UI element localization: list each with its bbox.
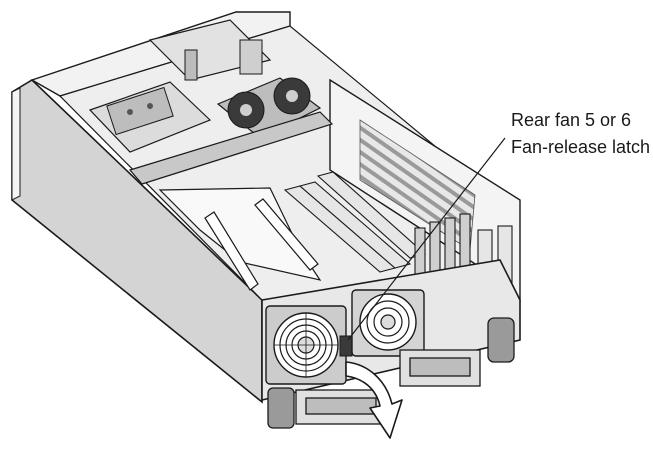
fan-release-latch [339, 335, 353, 357]
chassis-left-wall-edge [11, 87, 21, 201]
air-baffle [158, 187, 322, 281]
callout-fan-release-latch: Fan-release latch [511, 137, 651, 157]
drive-bay-plate [106, 86, 174, 136]
chassis-crossbar [128, 111, 334, 185]
pci-slots [283, 171, 427, 273]
callout-rear-fan: Rear fan 5 or 6 [511, 110, 632, 130]
callout-leader-line [347, 137, 506, 341]
rotation-arrow-icon [345, 361, 403, 439]
internal-fan-pair [216, 77, 322, 139]
rear-fan-icon [265, 305, 347, 385]
rear-fan-secondary-icon [351, 289, 425, 357]
power-supplies [267, 317, 515, 429]
